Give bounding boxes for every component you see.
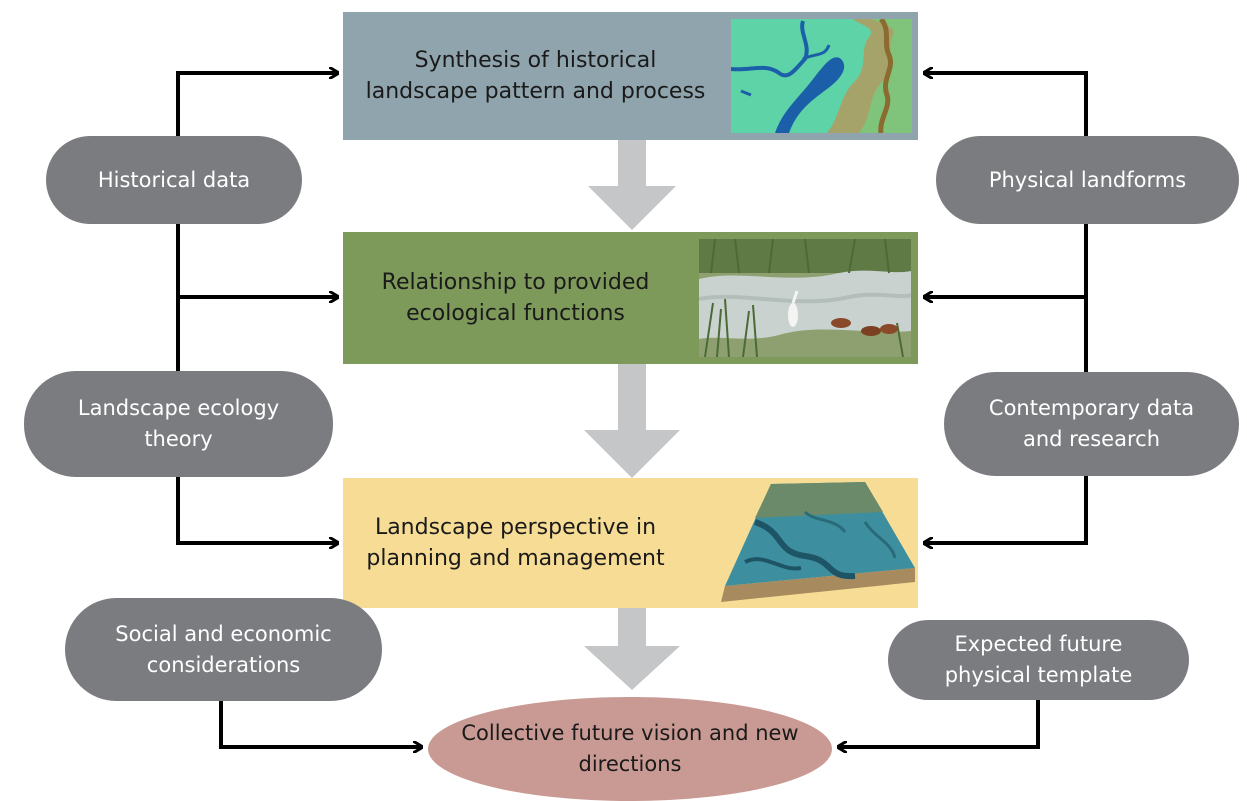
perspective-line-2: planning and management bbox=[366, 546, 665, 571]
bottom-left-connector bbox=[219, 700, 422, 747]
wetland-birds-photo bbox=[699, 239, 911, 357]
expected-future-template-pill: Expected future physical template bbox=[888, 620, 1189, 700]
relationship-text: Relationship to provided ecological func… bbox=[343, 232, 688, 364]
3d-landscape-model bbox=[715, 482, 915, 604]
landscape-ecology-line-1: Landscape ecology bbox=[77, 396, 280, 420]
social-economic-line-1: Social and economic bbox=[115, 621, 332, 646]
relationship-line-2: ecological functions bbox=[406, 301, 625, 326]
historical-data-label: Historical data bbox=[97, 167, 251, 192]
future-template-line-1: Expected future bbox=[954, 632, 1123, 656]
perspective-text: Landscape perspective in planning and ma… bbox=[343, 478, 688, 608]
historical-map-thumbnail bbox=[731, 19, 912, 133]
contemporary-line-1: Contemporary data bbox=[988, 396, 1195, 420]
historical-data-pill: Historical data bbox=[46, 136, 302, 224]
flow-arrow-2 bbox=[584, 364, 680, 478]
perspective-box: Landscape perspective in planning and ma… bbox=[343, 478, 918, 608]
synthesis-line-2: landscape pattern and process bbox=[365, 79, 706, 104]
perspective-line-1: Landscape perspective in bbox=[374, 515, 657, 540]
flow-arrow-1 bbox=[588, 140, 676, 230]
synthesis-line-1: Synthesis of historical bbox=[414, 48, 657, 73]
synthesis-box: Synthesis of historical landscape patter… bbox=[343, 12, 918, 140]
social-economic-pill: Social and economic considerations bbox=[65, 598, 382, 701]
synthesis-text: Synthesis of historical landscape patter… bbox=[343, 12, 728, 140]
social-economic-line-2: considerations bbox=[146, 652, 301, 677]
collective-vision-oval: Collective future vision and new directi… bbox=[428, 697, 832, 801]
flow-arrow-3 bbox=[584, 608, 680, 690]
relationship-line-1: Relationship to provided bbox=[381, 270, 650, 295]
relationship-box: Relationship to provided ecological func… bbox=[343, 232, 918, 364]
physical-landforms-label: Physical landforms bbox=[988, 167, 1187, 192]
future-template-line-2: physical template bbox=[944, 663, 1133, 687]
contemporary-data-pill: Contemporary data and research bbox=[944, 372, 1239, 476]
landscape-ecology-theory-pill: Landscape ecology theory bbox=[24, 371, 333, 477]
bottom-right-connector bbox=[838, 700, 1040, 747]
landscape-ecology-line-2: theory bbox=[144, 427, 213, 451]
collective-vision-line-1: Collective future vision and new bbox=[461, 721, 799, 745]
contemporary-line-2: and research bbox=[1022, 427, 1161, 451]
collective-vision-line-2: directions bbox=[578, 752, 682, 776]
physical-landforms-pill: Physical landforms bbox=[936, 136, 1239, 224]
